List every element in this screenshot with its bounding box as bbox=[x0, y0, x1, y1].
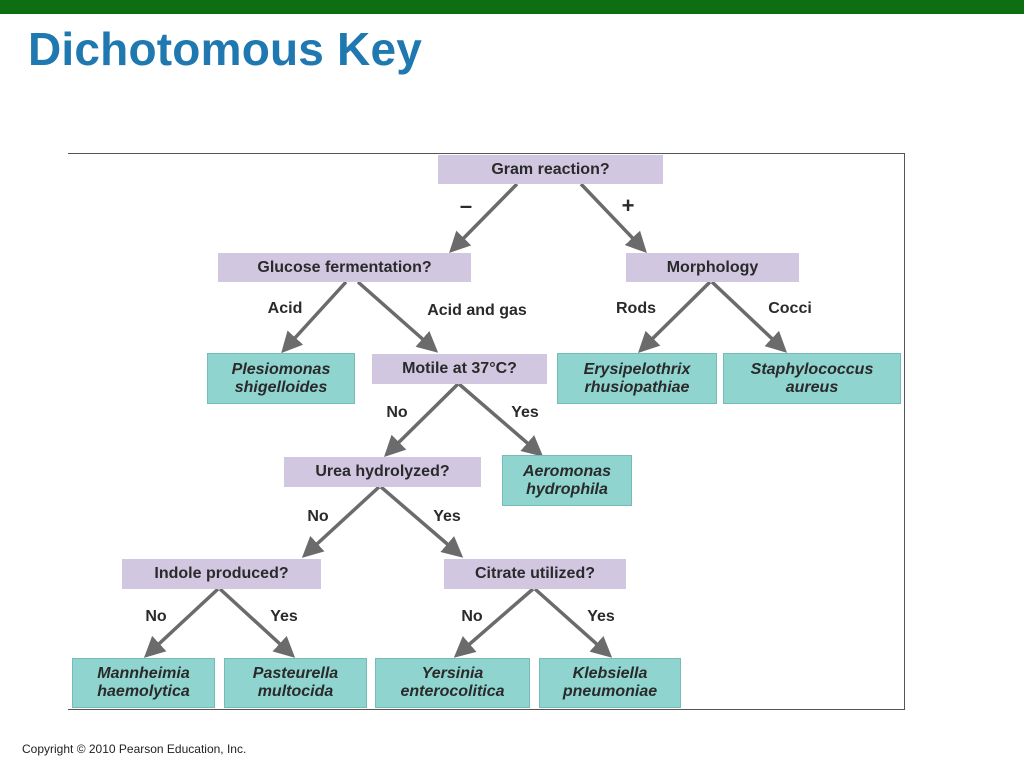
copyright-notice: Copyright © 2010 Pearson Education, Inc. bbox=[22, 742, 247, 756]
node-citrate-utilized: Citrate utilized? bbox=[444, 559, 626, 589]
branch-indole-no: No bbox=[145, 608, 167, 625]
node-motile: Motile at 37°C? bbox=[372, 354, 547, 384]
node-staphylococcus-aureus: Staphylococcus aureus bbox=[723, 353, 901, 404]
branch-cocci: Cocci bbox=[768, 300, 812, 317]
node-yersinia-enterocolitica: Yersinia enterocolitica bbox=[375, 658, 530, 708]
arrow-cocci bbox=[710, 280, 788, 353]
branch-acid: Acid bbox=[267, 300, 303, 317]
frame-bottom-border bbox=[68, 709, 905, 710]
top-bar bbox=[0, 0, 1024, 14]
branch-rods: Rods bbox=[616, 300, 656, 317]
branch-motile-yes: Yes bbox=[511, 404, 539, 421]
arrow-acid-gas bbox=[356, 280, 439, 353]
arrow-gram-neg bbox=[449, 182, 519, 253]
node-erysipelothrix-rhusiopathiae: Erysipelothrix rhusiopathiae bbox=[557, 353, 717, 404]
arrow-rods bbox=[638, 280, 712, 353]
node-pasteurella-multocida: Pasteurella multocida bbox=[224, 658, 367, 708]
branch-acid-and-gas: Acid and gas bbox=[427, 302, 527, 319]
arrow-motile-yes bbox=[457, 382, 544, 457]
branch-citrate-yes: Yes bbox=[587, 608, 615, 625]
arrow-indole-no bbox=[143, 587, 220, 658]
frame-right-border bbox=[904, 153, 905, 710]
node-klebsiella-pneumoniae: Klebsiella pneumoniae bbox=[539, 658, 681, 708]
node-indole-produced: Indole produced? bbox=[122, 559, 321, 589]
node-morphology: Morphology bbox=[626, 253, 799, 282]
frame-top-border bbox=[68, 153, 904, 154]
node-urea-hydrolyzed: Urea hydrolyzed? bbox=[284, 457, 481, 487]
branch-urea-no: No bbox=[307, 508, 329, 525]
arrow-motile-no bbox=[384, 382, 460, 457]
branch-urea-yes: Yes bbox=[433, 508, 461, 525]
node-mannheimia-haemolytica: Mannheimia haemolytica bbox=[72, 658, 215, 708]
arrow-citrate-yes bbox=[533, 587, 613, 658]
arrow-indole-yes bbox=[218, 587, 296, 658]
arrow-gram-pos bbox=[579, 182, 647, 254]
node-glucose-fermentation: Glucose fermentation? bbox=[218, 253, 471, 282]
node-gram-reaction: Gram reaction? bbox=[438, 155, 663, 184]
branch-citrate-no: No bbox=[461, 608, 483, 625]
arrow-acid bbox=[281, 280, 348, 354]
branch-gram-negative: – bbox=[459, 193, 473, 218]
arrow-urea-no bbox=[301, 485, 381, 558]
slide-title: Dichotomous Key bbox=[28, 23, 423, 75]
arrow-urea-yes bbox=[379, 485, 464, 558]
branch-indole-yes: Yes bbox=[270, 608, 298, 625]
node-aeromonas-hydrophila: Aeromonas hydrophila bbox=[502, 455, 632, 506]
branch-motile-no: No bbox=[386, 404, 408, 421]
branch-gram-positive: + bbox=[621, 193, 635, 218]
arrow-citrate-no bbox=[453, 587, 535, 658]
node-plesiomonas-shigelloides: Plesiomonas shigelloides bbox=[207, 353, 355, 404]
